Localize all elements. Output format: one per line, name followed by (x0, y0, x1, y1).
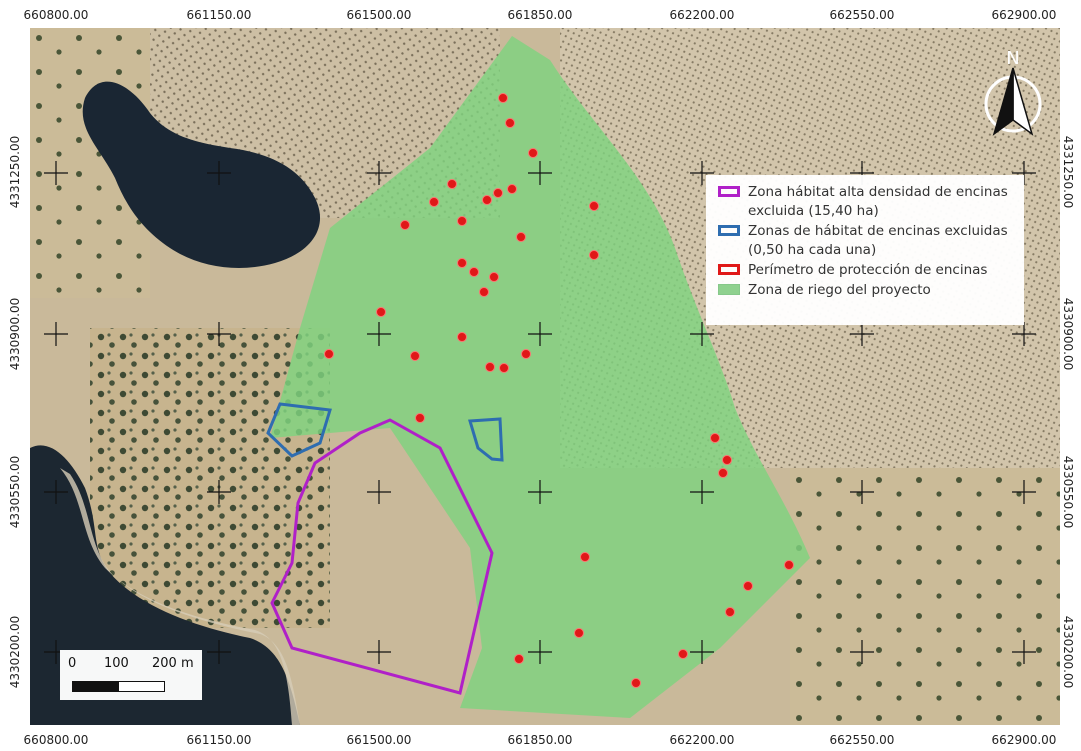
legend-label: Perímetro de protección de encinas (748, 262, 988, 278)
y-coord-left-2: 4330900.00 (8, 297, 22, 371)
x-coord-top-2: 661150.00 (186, 8, 252, 22)
legend-item-irrigation-zone: Zona de riego del proyecto (714, 281, 1016, 300)
legend-label-continued: (0,50 ha cada una) (748, 242, 877, 258)
legend-swatch-blue (718, 225, 740, 236)
legend-label: Zonas de hábitat de encinas excluidas (748, 223, 1008, 239)
dehesa-southeast (790, 468, 1060, 725)
x-coord-top-7: 662900.00 (991, 8, 1057, 22)
x-coord-bottom-3: 661500.00 (346, 733, 412, 747)
x-coord-bottom-6: 662550.00 (829, 733, 895, 747)
north-arrow: N (982, 48, 1044, 140)
map-svg (30, 28, 1060, 725)
north-arrow-icon: N (984, 48, 1042, 136)
x-coord-bottom-2: 661150.00 (186, 733, 252, 747)
legend-label: Zona hábitat alta densidad de encinas (748, 184, 1008, 200)
x-coord-top-3: 661500.00 (346, 8, 412, 22)
y-coord-right-3: 4330550.00 (1061, 455, 1075, 529)
excluded-habitat-zone-1 (266, 402, 332, 458)
y-coord-right-4: 4330200.00 (1061, 615, 1075, 689)
legend-label-continued: excluida (15,40 ha) (748, 203, 879, 219)
scale-tick-200: 200 m (152, 656, 194, 671)
legend-swatch-red (718, 264, 740, 275)
high-density-habitat-zone (270, 418, 494, 695)
excluded-habitat-zone-2 (468, 417, 504, 462)
x-coord-top-4: 661850.00 (507, 8, 573, 22)
x-coord-top-5: 662200.00 (669, 8, 735, 22)
scale-tick-100: 100 (104, 656, 129, 671)
scale-tick-0: 0 (68, 656, 77, 671)
reservoir-north (82, 81, 321, 268)
x-coord-top-6: 662550.00 (829, 8, 895, 22)
y-coord-right-1: 4331250.00 (1061, 135, 1075, 209)
legend-label: Zona de riego del proyecto (748, 282, 931, 298)
legend-item-excluded-habitat: Zonas de hábitat de encinas excluidas (0… (714, 222, 1016, 260)
legend-swatch-green (718, 284, 740, 295)
y-coord-left-1: 4331250.00 (8, 135, 22, 209)
protection-perimeters (324, 93, 794, 688)
scale-bar: 0 100 200 m (60, 650, 202, 700)
y-coord-left-4: 4330200.00 (8, 615, 22, 689)
y-coord-left-3: 4330550.00 (8, 455, 22, 529)
map-canvas[interactable] (30, 28, 1060, 725)
scale-bar-graphic (72, 681, 165, 692)
x-coord-bottom-1: 660800.00 (23, 733, 89, 747)
x-coord-bottom-4: 661850.00 (507, 733, 573, 747)
north-label: N (1006, 48, 1019, 69)
y-coord-right-2: 4330900.00 (1061, 297, 1075, 371)
legend: Zona hábitat alta densidad de encinas ex… (706, 175, 1024, 325)
x-coord-top-1: 660800.00 (23, 8, 89, 22)
legend-swatch-purple (718, 186, 740, 197)
x-coord-bottom-7: 662900.00 (991, 733, 1057, 747)
legend-item-protection-perimeter: Perímetro de protección de encinas (714, 261, 1016, 280)
legend-item-high-density-habitat: Zona hábitat alta densidad de encinas ex… (714, 183, 1016, 221)
x-coord-bottom-5: 662200.00 (669, 733, 735, 747)
irrigation-zone (270, 36, 810, 718)
